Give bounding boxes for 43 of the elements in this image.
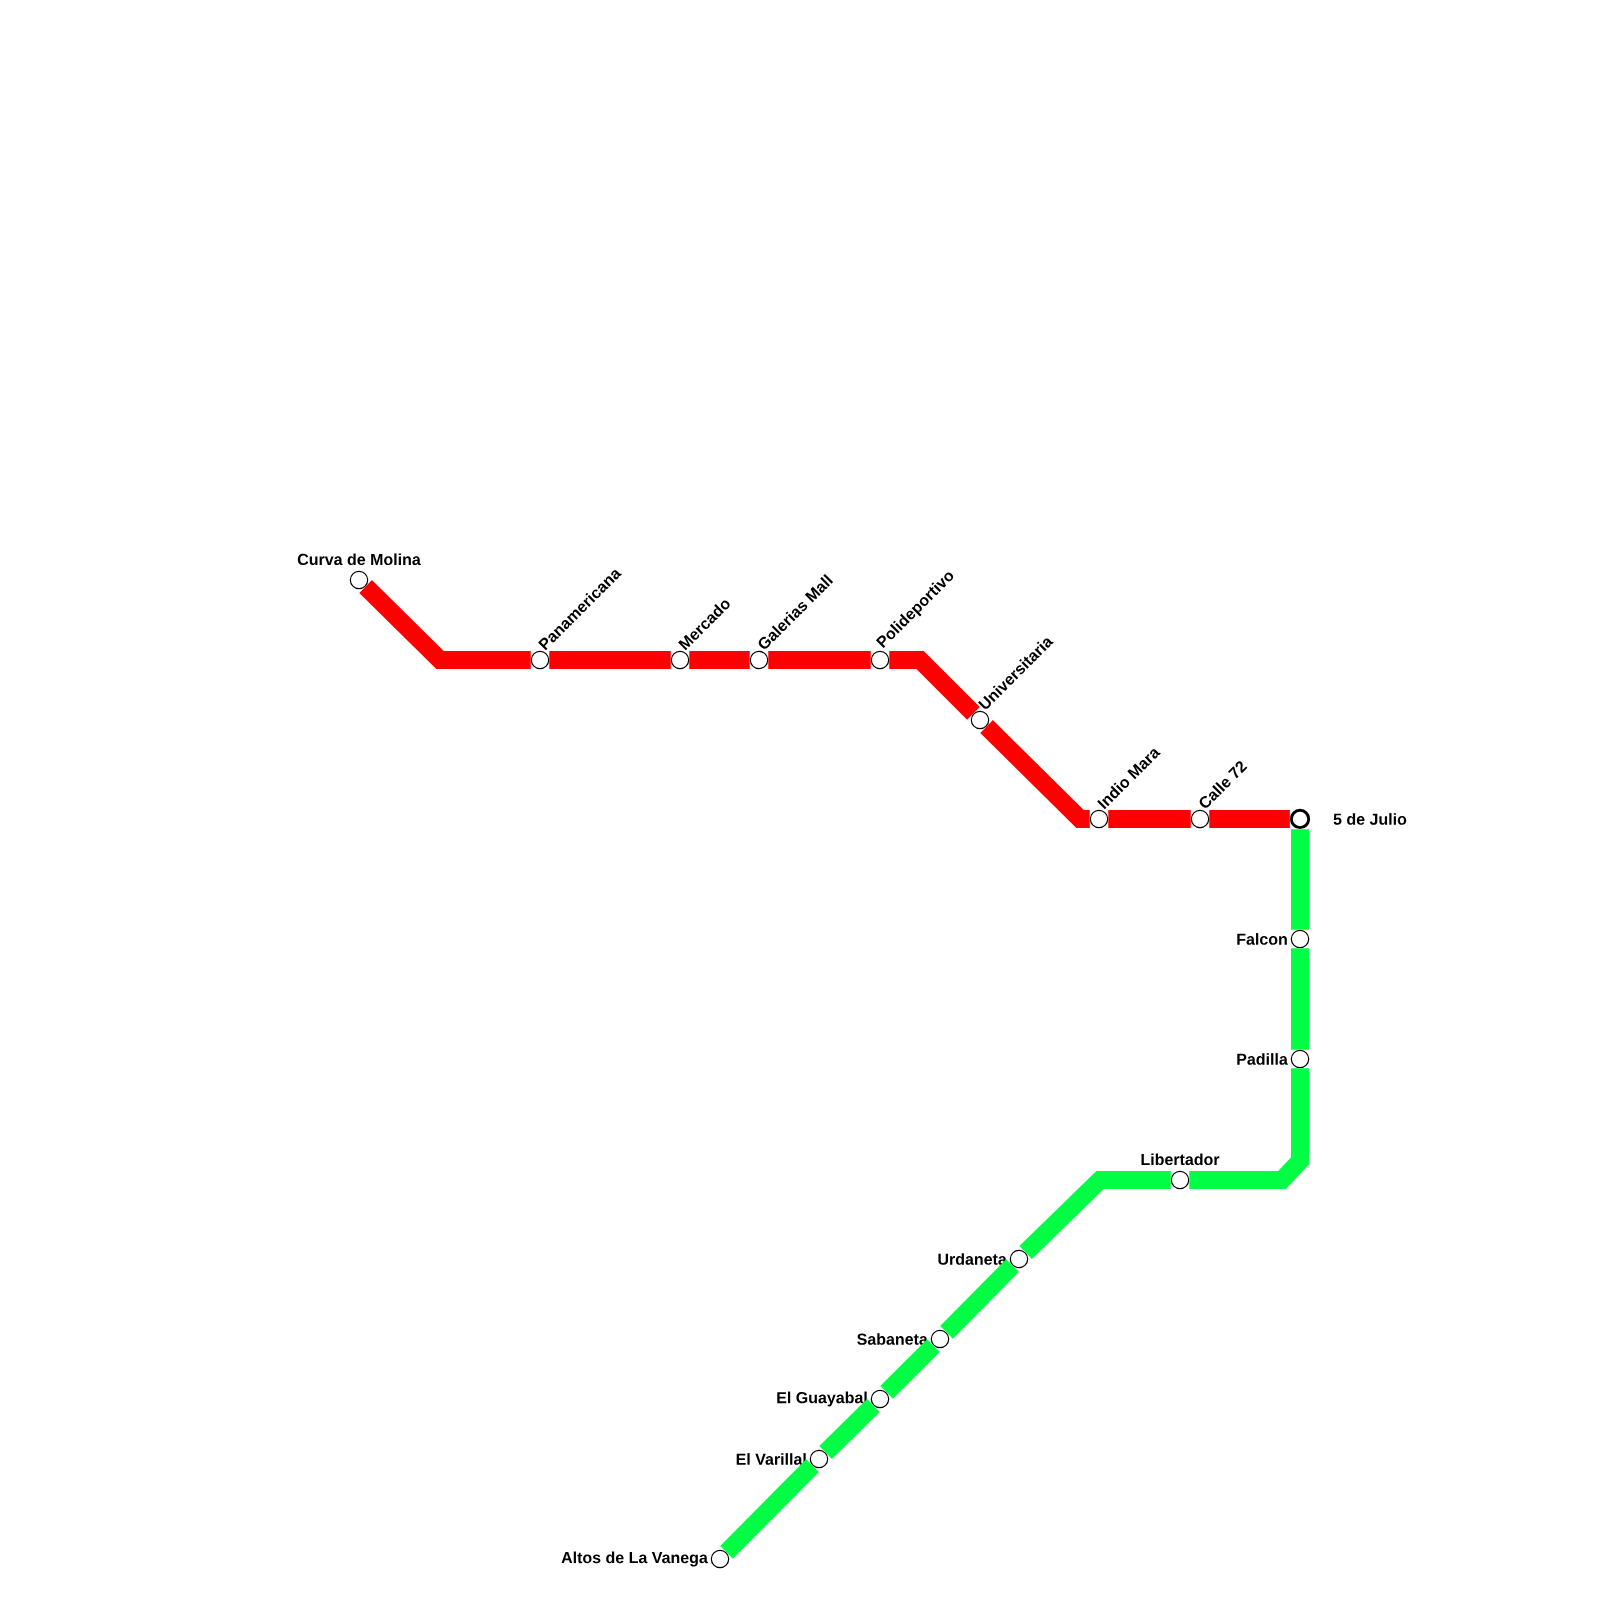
- station-marker: [809, 1449, 829, 1469]
- station-label: Urdaneta: [938, 1253, 1007, 1265]
- station-marker: [870, 1389, 890, 1409]
- station-marker: [749, 650, 769, 670]
- station-marker: [1009, 1249, 1029, 1269]
- station-marker: [970, 710, 990, 730]
- station-marker: [1190, 809, 1210, 829]
- line-segment: [1291, 948, 1309, 1050]
- line-segment: [549, 651, 671, 669]
- line-segment: [689, 651, 750, 669]
- station-marker: [670, 650, 690, 670]
- station-marker: [710, 1549, 730, 1569]
- station-marker: [1170, 1170, 1190, 1190]
- line-segment: [1108, 810, 1191, 828]
- station-label: Curva de Molina: [297, 553, 421, 566]
- station-label: Libertador: [1141, 1153, 1220, 1166]
- station-marker: [1290, 929, 1310, 949]
- station-label: Sabaneta: [857, 1333, 928, 1345]
- line-segment: [980, 720, 1090, 828]
- station-label: Altos de La Vanega: [561, 1551, 708, 1567]
- line-segment: [720, 1459, 819, 1559]
- station-label: Padilla: [1237, 1053, 1288, 1065]
- station-label: El Guayabal: [777, 1391, 867, 1407]
- station-label: Falcon: [1237, 933, 1287, 945]
- line-segment: [1291, 829, 1309, 930]
- line-segment: [359, 580, 531, 669]
- station-label: 5 de Julio: [1333, 813, 1407, 825]
- station-marker: [930, 1329, 950, 1349]
- station-marker: [349, 570, 369, 590]
- line-segment: [1189, 1068, 1309, 1189]
- line-segment: [768, 651, 871, 669]
- line-segment: [1019, 1171, 1171, 1259]
- station-marker: [1289, 808, 1311, 830]
- line-segment: [889, 651, 980, 720]
- line-segment: [940, 1259, 1019, 1339]
- line-segment: [880, 1339, 940, 1399]
- line-segment: [819, 1399, 880, 1459]
- station-marker: [1089, 809, 1109, 829]
- station-marker: [1290, 1049, 1310, 1069]
- station-marker: [530, 650, 550, 670]
- line-segment: [1209, 810, 1290, 828]
- station-label: El Varillal: [736, 1453, 806, 1465]
- station-marker: [870, 650, 890, 670]
